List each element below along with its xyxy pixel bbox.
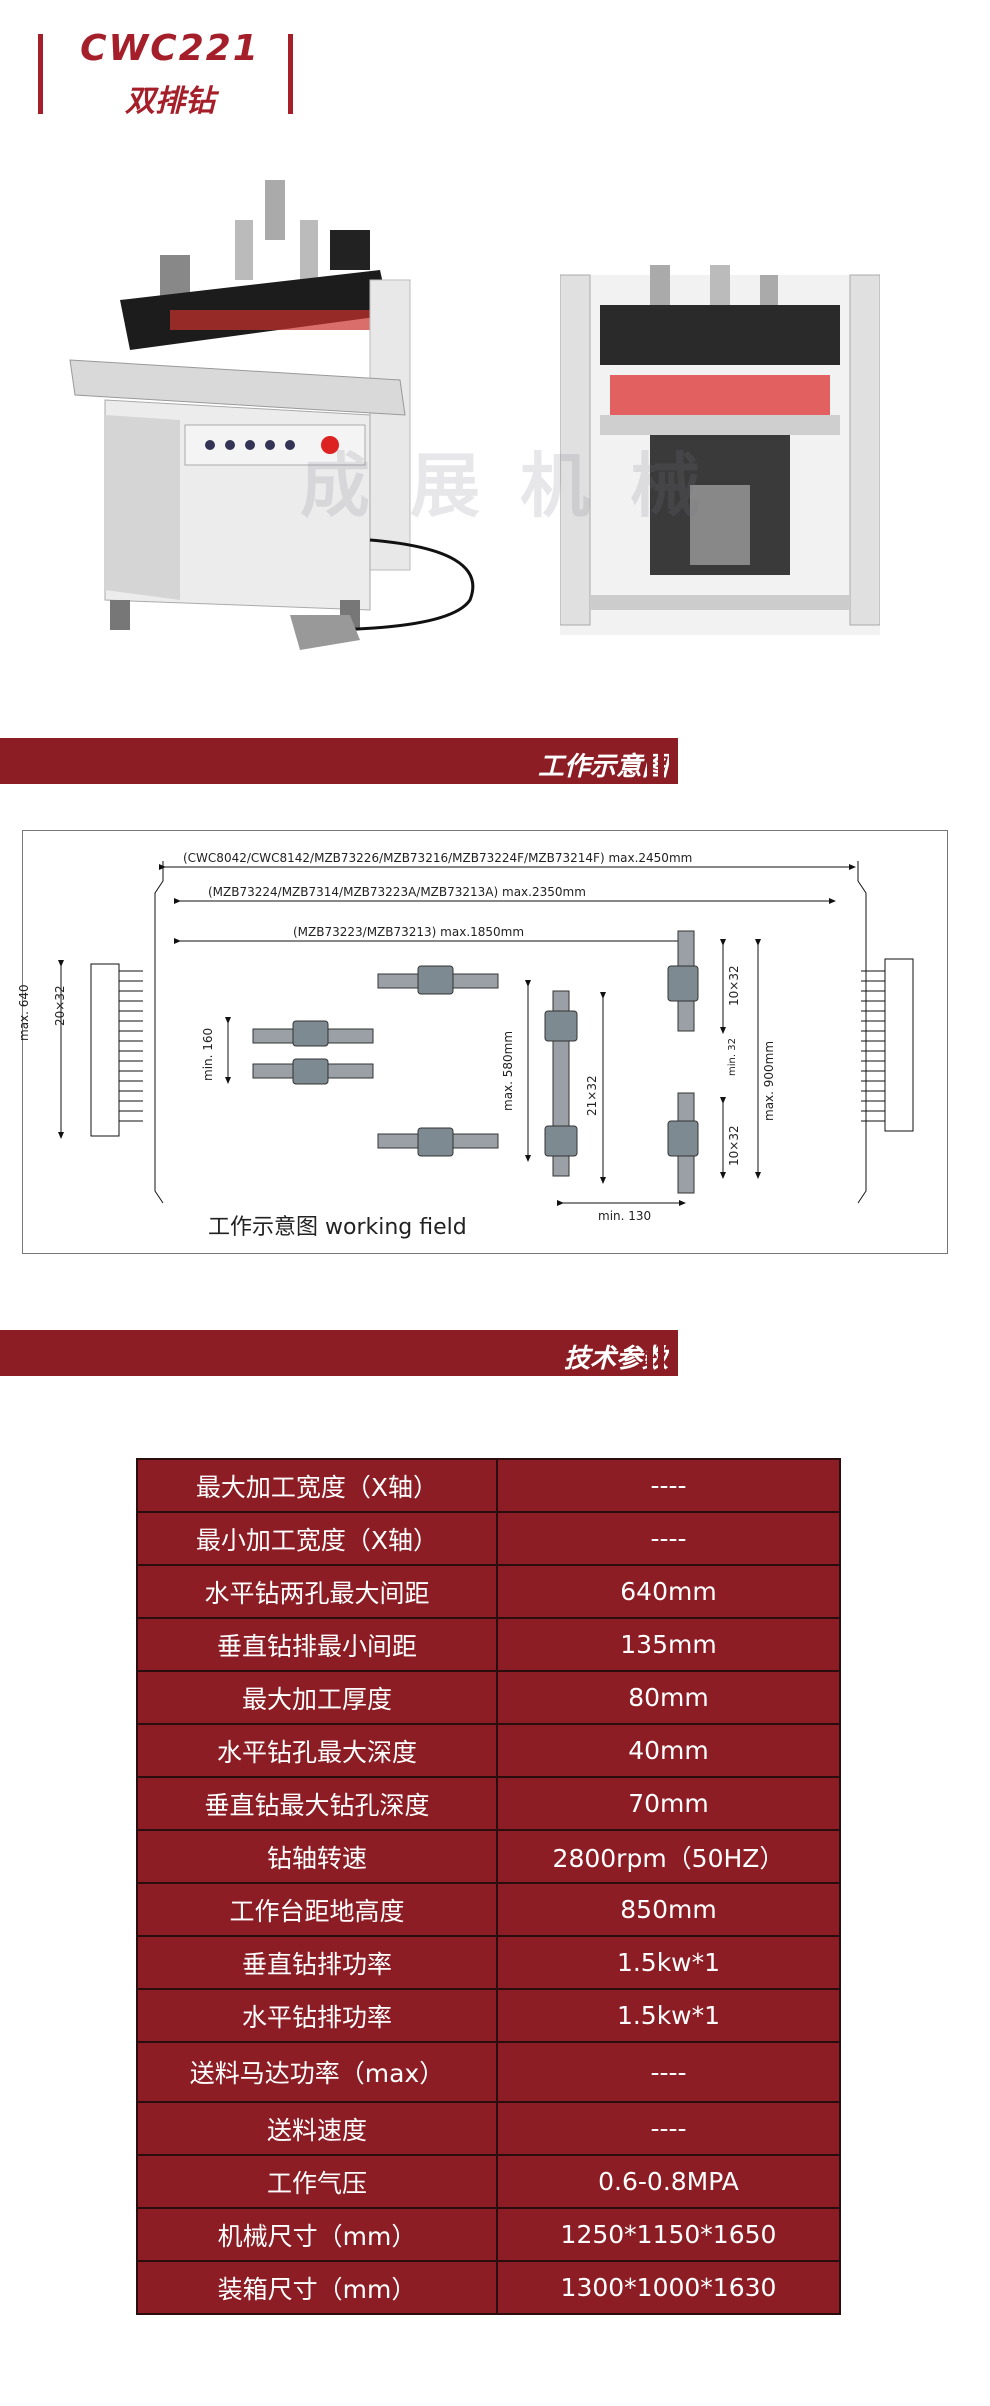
spec-value: ---- bbox=[495, 2041, 842, 2103]
banner-stripe-1 bbox=[647, 1330, 653, 1376]
spec-label: 垂直钻排最小间距 bbox=[136, 1617, 498, 1672]
spec-value: ---- bbox=[495, 2101, 842, 2156]
dim-label-1850: (MZB73223/MZB73213) max.1850mm bbox=[293, 925, 525, 939]
model-number: CWC221 bbox=[80, 28, 260, 69]
spec-value: 80mm bbox=[495, 1670, 842, 1725]
spec-value: 70mm bbox=[495, 1776, 842, 1831]
spec-value: 0.6-0.8MPA bbox=[495, 2154, 842, 2209]
spec-value: 135mm bbox=[495, 1617, 842, 1672]
spec-label: 水平钻排功率 bbox=[136, 1988, 498, 2043]
spec-label: 水平钻两孔最大间距 bbox=[136, 1564, 498, 1619]
label-21x32: 21×32 bbox=[585, 1075, 599, 1116]
watermark-text: 成展机械 bbox=[300, 445, 740, 527]
banner-stripe-3 bbox=[669, 738, 675, 784]
spec-value: 1250*1150*1650 bbox=[495, 2207, 842, 2262]
label-min-160: min. 160 bbox=[201, 1027, 215, 1081]
table-row: 最小加工宽度（X轴）---- bbox=[136, 1511, 842, 1566]
spec-label: 工作台距地高度 bbox=[136, 1882, 498, 1937]
table-row: 最大加工宽度（X轴）---- bbox=[136, 1458, 842, 1513]
spec-label: 最大加工厚度 bbox=[136, 1670, 498, 1725]
spec-value: 2800rpm（50HZ） bbox=[495, 1829, 842, 1884]
label-min-32: min. 32 bbox=[727, 1038, 738, 1076]
machine-photo-front bbox=[559, 255, 881, 645]
diagram-caption: 工作示意图 working field bbox=[208, 1215, 467, 1240]
spec-label: 送料速度 bbox=[136, 2101, 498, 2156]
banner-stripe-1 bbox=[647, 738, 653, 784]
table-row: 装箱尺寸（mm）1300*1000*1630 bbox=[136, 2260, 842, 2315]
label-max-580: max. 580mm bbox=[501, 1030, 515, 1111]
spec-value: 1300*1000*1630 bbox=[495, 2260, 842, 2315]
table-row: 送料速度---- bbox=[136, 2101, 842, 2156]
banner-bar: 工作示意图 bbox=[0, 738, 678, 784]
header-bar-right bbox=[288, 34, 293, 114]
diagram-svg bbox=[58, 861, 914, 1206]
table-row: 机械尺寸（mm）1250*1150*1650 bbox=[136, 2207, 842, 2262]
spec-value: 40mm bbox=[495, 1723, 842, 1778]
header-bar-left bbox=[38, 34, 43, 114]
banner-stripe-3 bbox=[669, 1330, 675, 1376]
dim-label-2450: (CWC8042/CWC8142/MZB73226/MZB73216/MZB73… bbox=[183, 851, 693, 865]
product-name: 双排钻 bbox=[125, 84, 215, 119]
machine-photo-side bbox=[50, 160, 510, 690]
spec-label: 水平钻孔最大深度 bbox=[136, 1723, 498, 1778]
spec-value: 1.5kw*1 bbox=[495, 1988, 842, 2043]
working-field-diagram: (CWC8042/CWC8142/MZB73226/MZB73216/MZB73… bbox=[17, 830, 948, 1254]
spec-value: ---- bbox=[495, 1511, 842, 1566]
label-max-640: max. 640 bbox=[17, 984, 31, 1041]
label-20x32: 20×32 bbox=[53, 985, 67, 1026]
spec-label: 机械尺寸（mm） bbox=[136, 2207, 498, 2262]
spec-value: ---- bbox=[495, 1458, 842, 1513]
spec-label: 最小加工宽度（X轴） bbox=[136, 1511, 498, 1566]
banner-bar: 技术参数 bbox=[0, 1330, 678, 1376]
label-min-130: min. 130 bbox=[598, 1209, 652, 1223]
spec-value: 1.5kw*1 bbox=[495, 1935, 842, 1990]
spec-label: 钻轴转速 bbox=[136, 1829, 498, 1884]
spec-label: 装箱尺寸（mm） bbox=[136, 2260, 498, 2315]
spec-label: 最大加工宽度（X轴） bbox=[136, 1458, 498, 1513]
banner-title-diagram: 工作示意图 bbox=[537, 752, 668, 782]
spec-value: 850mm bbox=[495, 1882, 842, 1937]
spec-label: 垂直钻最大钻孔深度 bbox=[136, 1776, 498, 1831]
table-row: 送料马达功率（max）---- bbox=[136, 2041, 842, 2103]
spec-label: 工作气压 bbox=[136, 2154, 498, 2209]
spec-label: 送料马达功率（max） bbox=[136, 2041, 498, 2103]
label-10x32-bottom: 10×32 bbox=[727, 1125, 741, 1166]
spec-value: 640mm bbox=[495, 1564, 842, 1619]
banner-stripe-2 bbox=[658, 738, 664, 784]
spec-label: 垂直钻排功率 bbox=[136, 1935, 498, 1990]
dim-label-2350: (MZB73224/MZB7314/MZB73223A/MZB73213A) m… bbox=[208, 885, 586, 899]
banner-stripe-2 bbox=[658, 1330, 664, 1376]
label-max-900: max. 900mm bbox=[762, 1040, 776, 1121]
